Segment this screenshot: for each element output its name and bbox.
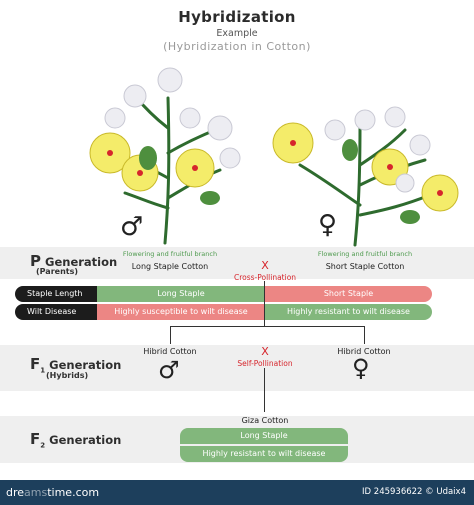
f2-product-name: Giza Cotton — [241, 416, 289, 425]
f1-right-name: Hibrid Cotton — [337, 347, 391, 356]
f1-cross-mark: X — [261, 345, 269, 358]
p-letter: P — [30, 252, 41, 270]
f1-index: 1 — [40, 366, 46, 375]
connector-f1-right — [364, 326, 366, 344]
f2-generation-label: F2 Generation — [30, 430, 121, 449]
p-word: Generation — [45, 255, 118, 269]
f1-generation-band — [0, 345, 474, 391]
footer-brand-a: dre — [6, 486, 25, 499]
footer-bar — [0, 480, 474, 505]
long-staple-cotton-branch-illustration — [89, 67, 241, 245]
self-pollination-label: Self-Pollination — [237, 359, 293, 368]
f1-female-symbol-icon: ♀ — [352, 354, 370, 382]
footer-brand-b: ams — [24, 486, 48, 499]
short-staple-cotton-branch-illustration — [272, 106, 459, 247]
page-subtitle-example: (Hybridization in Cotton) — [163, 40, 311, 53]
p-generation-band — [0, 247, 474, 279]
connector-f2-vertical — [264, 368, 266, 412]
f1-word: Generation — [49, 358, 122, 372]
f1-generation-label: F1 Generation — [30, 355, 121, 374]
cross-pollination-label: Cross-Pollination — [233, 273, 297, 282]
connector-f1-left — [170, 326, 172, 344]
cross-mark: X — [261, 259, 269, 272]
footer-brand-c: time.com — [47, 486, 100, 499]
left-parent-note: Flowering and fruitful branch — [122, 250, 218, 258]
trait-staple-left: Long Staple — [97, 286, 265, 302]
male-symbol-icon: ♂ — [120, 212, 144, 242]
f1-male-symbol-icon: ♂ — [158, 356, 180, 384]
f2-letter: F — [30, 430, 41, 448]
footer-credit: ID 245936622 © Udaix4 — [362, 487, 466, 497]
left-parent-name: Long Staple Cotton — [131, 262, 209, 271]
footer-brand[interactable]: dreamstime.com — [6, 486, 99, 499]
connector-f1-horizontal — [170, 326, 365, 328]
f2-trait-wilt: Highly resistant to wilt disease — [180, 446, 348, 462]
page-subtitle: Example — [216, 28, 258, 39]
connector-p-vertical — [264, 281, 266, 327]
female-symbol-icon: ♀ — [318, 210, 338, 240]
page-title: Hybridization — [178, 8, 296, 26]
trait-wilt-left: Highly susceptible to wilt disease — [97, 304, 265, 320]
p-generation-label: P Generation — [30, 252, 117, 270]
right-parent-name: Short Staple Cotton — [325, 262, 405, 271]
trait-label-staple-length: Staple Length — [15, 286, 97, 302]
f2-word: Generation — [49, 433, 122, 447]
p-generation-sub: (Parents) — [36, 267, 79, 276]
f1-left-name: Hibrid Cotton — [143, 347, 197, 356]
right-parent-note: Flowering and fruitful branch — [317, 250, 413, 258]
trait-staple-right: Short Staple — [265, 286, 432, 302]
f2-index: 2 — [40, 441, 46, 450]
f2-trait-staple: Long Staple — [180, 428, 348, 444]
trait-label-wilt-disease: Wilt Disease — [15, 304, 97, 320]
f1-generation-sub: (Hybrids) — [46, 371, 89, 380]
trait-wilt-right: Highly resistant to wilt disease — [265, 304, 432, 320]
f1-letter: F — [30, 355, 41, 373]
